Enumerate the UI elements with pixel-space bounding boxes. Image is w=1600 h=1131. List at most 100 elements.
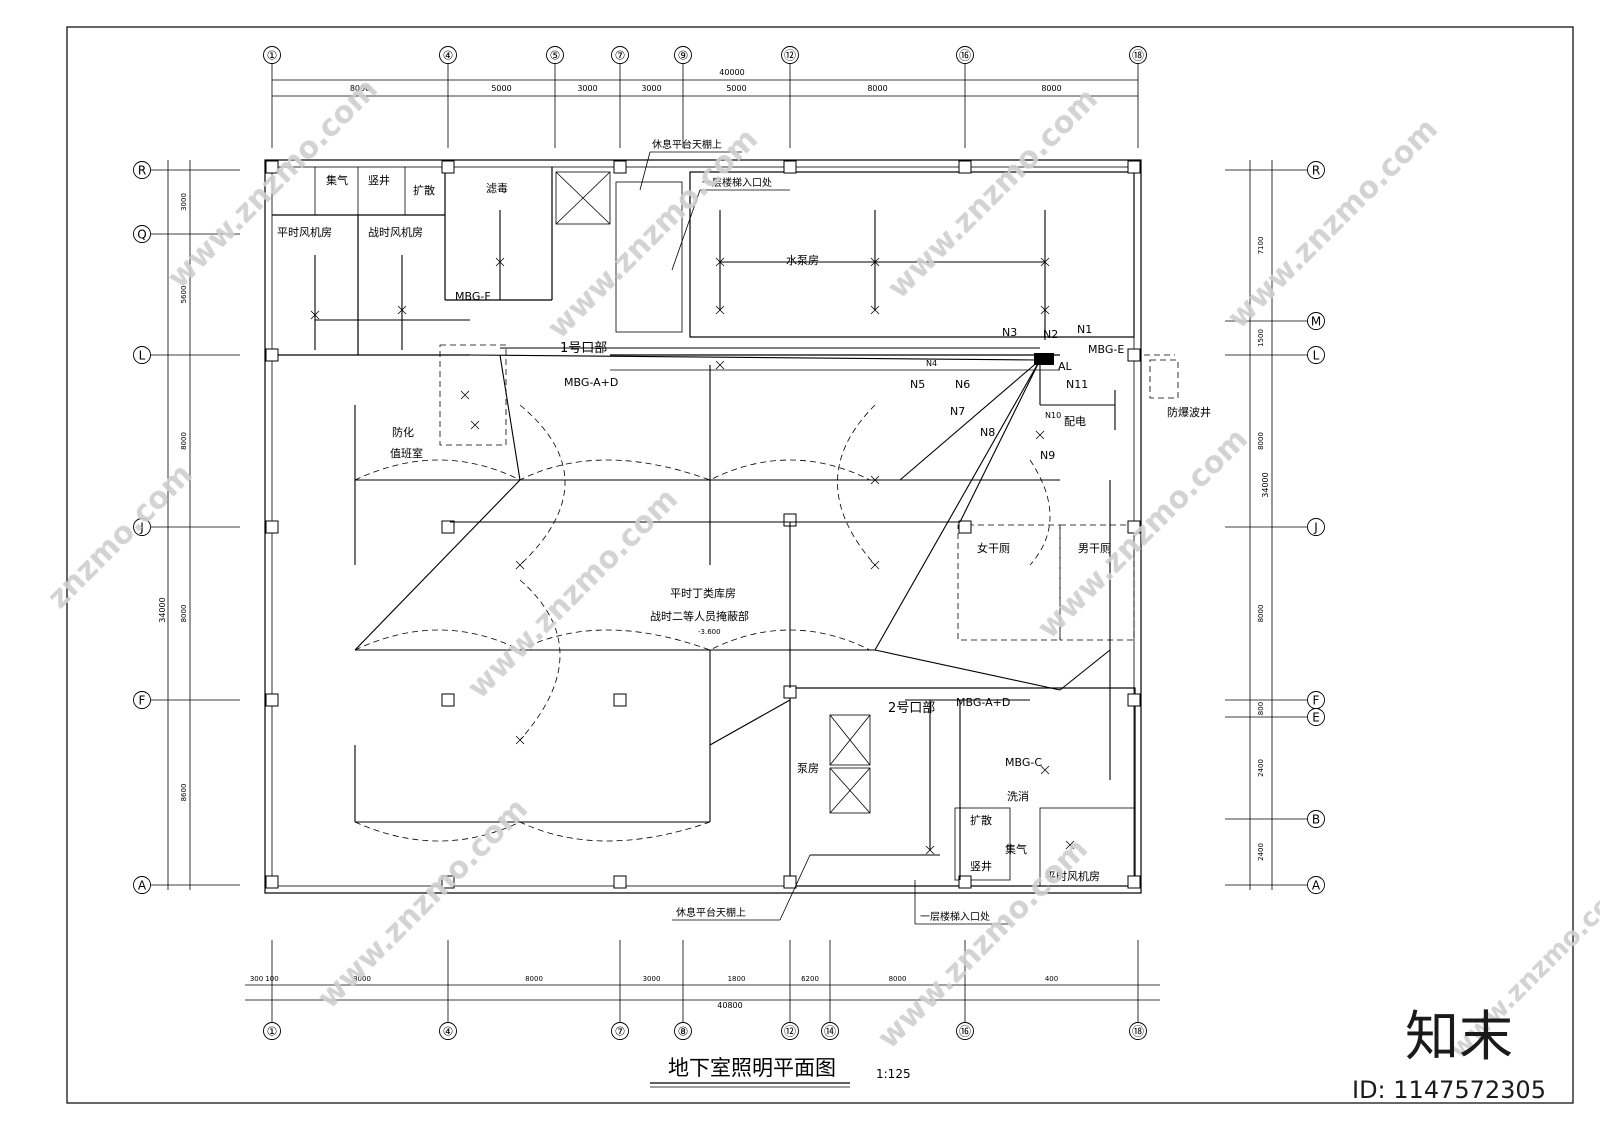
- room-female-toilet: 女干厕: [977, 541, 1010, 555]
- bottom-axis-bubble-circle: [439, 1022, 457, 1040]
- right-axis-bubble: R: [1307, 161, 1325, 179]
- structural-column: [783, 875, 797, 889]
- watermark-id: ID: 1147572305: [1352, 1076, 1546, 1104]
- stair-top: [615, 181, 683, 333]
- bottom-axis-bubble: ⑭: [821, 1022, 839, 1040]
- structural-column: [1127, 520, 1141, 534]
- circuit-n11: N11: [1066, 378, 1088, 391]
- structural-column: [265, 348, 279, 362]
- structural-column: [265, 520, 279, 534]
- right-axis-bubble: F: [1307, 691, 1325, 709]
- left-axis-bubble: L: [133, 346, 151, 364]
- right-axis-bubble: E: [1307, 708, 1325, 726]
- top-axis-bubble-circle: [781, 46, 799, 64]
- bottom-axis-bubble: ⑫: [781, 1022, 799, 1040]
- watermark-site-3: www.znzmo.com: [881, 82, 1105, 306]
- top-axis-bubble-circle: [611, 46, 629, 64]
- top-axis-bubble-circle: [439, 46, 457, 64]
- right-axis-bubble-circle: [1307, 518, 1325, 536]
- right-segment-dimension: 8000: [1257, 605, 1265, 623]
- structural-column: [441, 875, 455, 889]
- watermark-site-8: www.znzmo.com: [311, 792, 535, 1016]
- note-stair-top-leader: [671, 189, 701, 271]
- left-axis-bubble: F: [133, 691, 151, 709]
- right-axis-bubble-label: A: [1312, 879, 1321, 893]
- bottom-segment-dimension: 300: [250, 975, 263, 983]
- bottom-segment-dimension: 8000: [889, 975, 907, 983]
- note-rest-top-leader: [639, 151, 651, 191]
- bottom-axis-bubble-circle: [263, 1022, 281, 1040]
- top-segment-dimension: 5000: [726, 84, 746, 93]
- right-axis-bubble-circle: [1307, 876, 1325, 894]
- blast-well-outline: [1149, 359, 1179, 399]
- watermarks: www.znzmo.com www.znzmo.com www.znzmo.co…: [41, 72, 1600, 1104]
- room-power: 配电: [1064, 415, 1086, 428]
- bottom-total-dimension: 40800: [717, 1001, 742, 1010]
- bottom-segment-dimension: 100: [265, 975, 278, 983]
- bottom-axis-bubble-label: ⑫: [784, 1025, 796, 1039]
- bottom-axis-bubble: ⑱: [1129, 1022, 1147, 1040]
- room-male-toilet: 男干厕: [1078, 542, 1111, 555]
- top-axis-bubble: ⑨: [674, 46, 692, 64]
- right-axis-bubble: M: [1307, 312, 1325, 330]
- bottom-axis-bubble: ④: [439, 1022, 457, 1040]
- note-rest-bottom-leader: [779, 854, 811, 921]
- outer-wall: [264, 159, 1142, 894]
- left-axis-bubble-circle: [133, 161, 151, 179]
- coverage-arc-vert-2: [519, 579, 561, 741]
- duty-room-outline: [439, 344, 507, 446]
- right-axis-bubble: A: [1307, 876, 1325, 894]
- note-mbg-ad-2: MBG-A+D: [956, 696, 1010, 709]
- right-segment-dimension: 2400: [1257, 843, 1265, 861]
- top-axis-bubble: ⑦: [611, 46, 629, 64]
- bottom-axis-bubble: ⑦: [611, 1022, 629, 1040]
- circuit-n1: N1: [1077, 323, 1092, 336]
- left-axis-bubble-circle: [133, 346, 151, 364]
- watermark-site-7: www.znzmo.com: [1031, 422, 1255, 646]
- left-segment-dimension: 8600: [180, 784, 188, 802]
- note-stair-bottom: 一层楼梯入口处: [920, 910, 990, 923]
- left-axis-bubble-label: F: [139, 694, 146, 708]
- left-axis-bubble-label: R: [138, 164, 146, 178]
- left-segment-dimension: 8000: [180, 605, 188, 623]
- bottom-segment-dimension: 400: [1045, 975, 1058, 983]
- right-segment-dimension: 800: [1257, 702, 1265, 715]
- top-segment-dimension: 8000: [350, 84, 370, 93]
- bottom-axis-bubble-label: ④: [443, 1025, 454, 1039]
- left-axis-bubble-label: L: [139, 349, 146, 363]
- elevator-low-1-x2: [829, 714, 871, 766]
- watermark-site-1: www.znzmo.com: [161, 72, 385, 296]
- circuit-n7: N7: [950, 405, 965, 418]
- male-toilet-outline: [1059, 524, 1135, 641]
- elevator-low-2: [829, 767, 871, 814]
- bottom-axis-bubble-label: ⑦: [615, 1025, 626, 1039]
- room-pingshi-fan: 平时风机房: [277, 225, 332, 239]
- right-axis-bubble-label: E: [1312, 711, 1320, 725]
- right-axis-bubble-circle: [1307, 346, 1325, 364]
- watermark-site-4: www.znzmo.com: [1221, 112, 1445, 336]
- female-toilet-outline: [957, 524, 1061, 641]
- watermark-site-6: www.znzmo.com: [461, 482, 685, 706]
- right-segment-dimension: 7100: [1257, 237, 1265, 255]
- structural-columns: [265, 160, 1141, 889]
- right-axis-bubble-circle: [1307, 161, 1325, 179]
- light-fixture-mark: [470, 420, 480, 430]
- top-axis-bubble-label: ⑦: [615, 49, 626, 63]
- note-rest-bottom: 休息平台天棚上: [676, 906, 746, 919]
- right-axis-bubble-circle: [1307, 312, 1325, 330]
- bottom-segment-dimension: 3000: [643, 975, 661, 983]
- right-axis-bubble-label: F: [1313, 694, 1320, 708]
- light-fixture-mark: [1035, 430, 1045, 440]
- top-segment-dimension: 3000: [641, 84, 661, 93]
- circuit-n9: N9: [1040, 449, 1055, 462]
- light-fixture-mark: [1065, 840, 1075, 850]
- structural-column: [265, 160, 279, 174]
- wire-to-lobby: [709, 699, 791, 746]
- structural-column: [1127, 693, 1141, 707]
- bottom-axis-bubble-label: ⑱: [1132, 1025, 1144, 1039]
- circuit-n4: N4: [926, 359, 937, 368]
- right-axis-bubble-label: M: [1311, 315, 1321, 329]
- watermark-logo: 知末: [1405, 1005, 1513, 1068]
- elevator-low-1: [829, 714, 871, 766]
